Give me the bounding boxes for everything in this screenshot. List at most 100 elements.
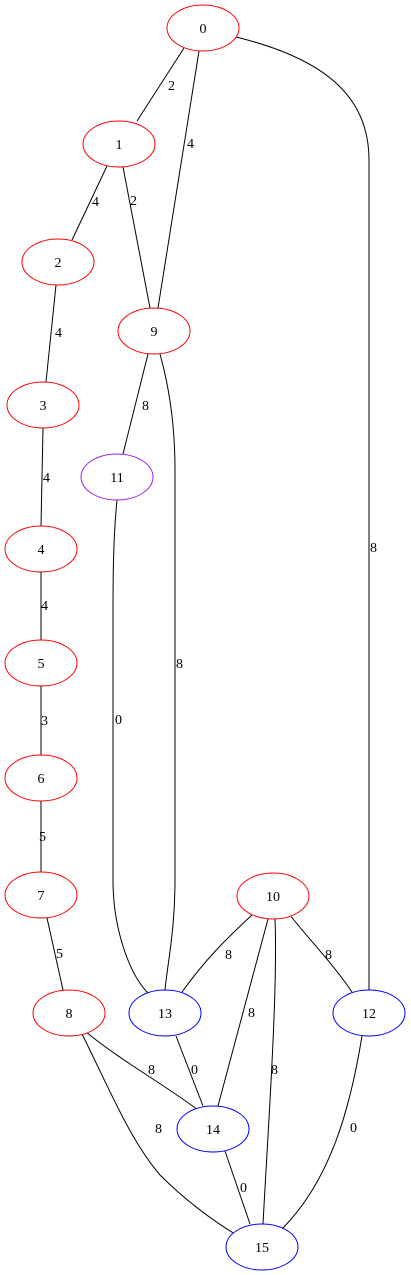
node-5: 5 [4,639,78,687]
edge-0-12: 8 [235,36,377,990]
node-label-2: 2 [55,256,62,271]
edge-line-7-8 [46,917,64,991]
edge-line-8-14 [85,1031,199,1111]
edge-weight-11-13: 0 [115,713,122,728]
node-15: 15 [225,1223,299,1271]
node-label-6: 6 [38,772,45,787]
edge-11-13: 0 [112,499,149,994]
edge-line-11-13 [112,499,149,994]
node-label-5: 5 [38,657,45,672]
edge-weight-8-14: 8 [148,1063,155,1078]
node-label-14: 14 [206,1123,220,1138]
node-ellipse-6 [4,754,78,802]
edge-weight-3-4: 4 [43,471,50,486]
edge-weight-7-8: 5 [56,947,63,962]
edge-line-2-3 [45,284,57,383]
node-ellipse-15 [225,1223,299,1271]
node-12: 12 [332,989,406,1037]
edges-layer: 2 4 8 4 2 4 4 4 3 5 5 8 8 0 8 8 8 8 8 8 0 0 0 [39,36,377,1237]
node-label-4: 4 [38,543,45,558]
edge-3-4: 4 [40,427,50,527]
node-label-11: 11 [110,471,123,486]
node-label-8: 8 [66,1007,73,1022]
edge-line-0-9 [157,50,200,309]
node-ellipse-11 [80,453,154,501]
node-13: 13 [128,989,202,1037]
node-label-12: 12 [362,1007,376,1022]
edge-weight-10-14: 8 [248,1006,255,1021]
edge-12-15: 0 [282,1035,363,1229]
node-10: 10 [236,872,310,920]
edge-line-1-2 [71,165,108,241]
edge-weight-14-15: 0 [240,1181,247,1196]
edge-weight-9-13: 8 [176,657,183,672]
edge-line-10-14 [217,918,269,1107]
edge-9-11: 8 [122,353,149,455]
node-0: 0 [166,4,240,52]
edge-weight-0-12: 8 [370,541,377,556]
edge-weight-8-15: 8 [155,1122,162,1137]
node-ellipse-14 [176,1105,250,1153]
node-label-15: 15 [255,1241,269,1256]
edge-weight-9-11: 8 [142,399,149,414]
node-ellipse-7 [4,871,78,919]
node-ellipse-0 [166,4,240,52]
edge-8-14: 8 [85,1031,199,1111]
edge-10-15: 8 [262,918,278,1225]
node-label-13: 13 [158,1007,172,1022]
node-ellipse-2 [21,238,95,286]
node-11: 11 [80,453,154,501]
edge-line-0-1 [136,47,185,122]
edge-9-13: 8 [159,353,183,991]
edge-0-9: 4 [157,50,200,309]
edge-weight-10-13: 8 [225,948,232,963]
edge-8-15: 8 [81,1033,239,1237]
edge-5-6: 3 [40,686,48,755]
edge-weight-10-15: 8 [271,1063,278,1078]
node-8: 8 [32,989,106,1037]
node-ellipse-10 [236,872,310,920]
node-label-10: 10 [266,890,280,905]
edge-line-9-13 [159,353,176,991]
edge-10-14: 8 [217,918,269,1107]
edge-10-13: 8 [181,914,253,993]
edge-line-8-15 [81,1033,239,1237]
edge-line-0-12 [235,36,370,990]
node-14: 14 [176,1105,250,1153]
edge-1-9: 2 [122,166,151,309]
edge-line-12-15 [282,1035,363,1229]
node-label-7: 7 [38,889,45,904]
node-6: 6 [4,754,78,802]
edge-2-3: 4 [45,284,62,383]
edge-line-14-15 [224,1150,251,1225]
node-4: 4 [4,525,78,573]
edge-weight-1-9: 2 [130,194,137,209]
edge-line-10-15 [262,918,277,1225]
edge-0-1: 2 [136,47,185,122]
edge-14-15: 0 [224,1150,251,1225]
node-label-1: 1 [116,138,123,153]
node-ellipse-3 [6,381,80,429]
edge-weight-13-14: 0 [191,1063,198,1078]
edge-weight-4-5: 4 [41,599,48,614]
edge-weight-6-7: 5 [39,830,46,845]
node-label-3: 3 [40,399,47,414]
edge-line-10-12 [289,914,353,993]
node-ellipse-13 [128,989,202,1037]
edge-weight-10-12: 8 [325,948,332,963]
edge-line-9-11 [122,353,149,455]
edge-weight-5-6: 3 [41,714,48,729]
edge-weight-0-9: 4 [187,137,194,152]
edge-6-7: 5 [39,801,46,872]
edge-1-2: 4 [71,165,108,241]
edge-line-13-14 [175,1035,204,1107]
node-9: 9 [117,307,191,355]
edge-weight-12-15: 0 [350,1121,357,1136]
edge-weight-0-1: 2 [168,79,175,94]
node-ellipse-12 [332,989,406,1037]
edge-weight-1-2: 4 [92,195,99,210]
node-ellipse-8 [32,989,106,1037]
edge-weight-2-3: 4 [55,326,62,341]
node-1: 1 [82,120,156,168]
